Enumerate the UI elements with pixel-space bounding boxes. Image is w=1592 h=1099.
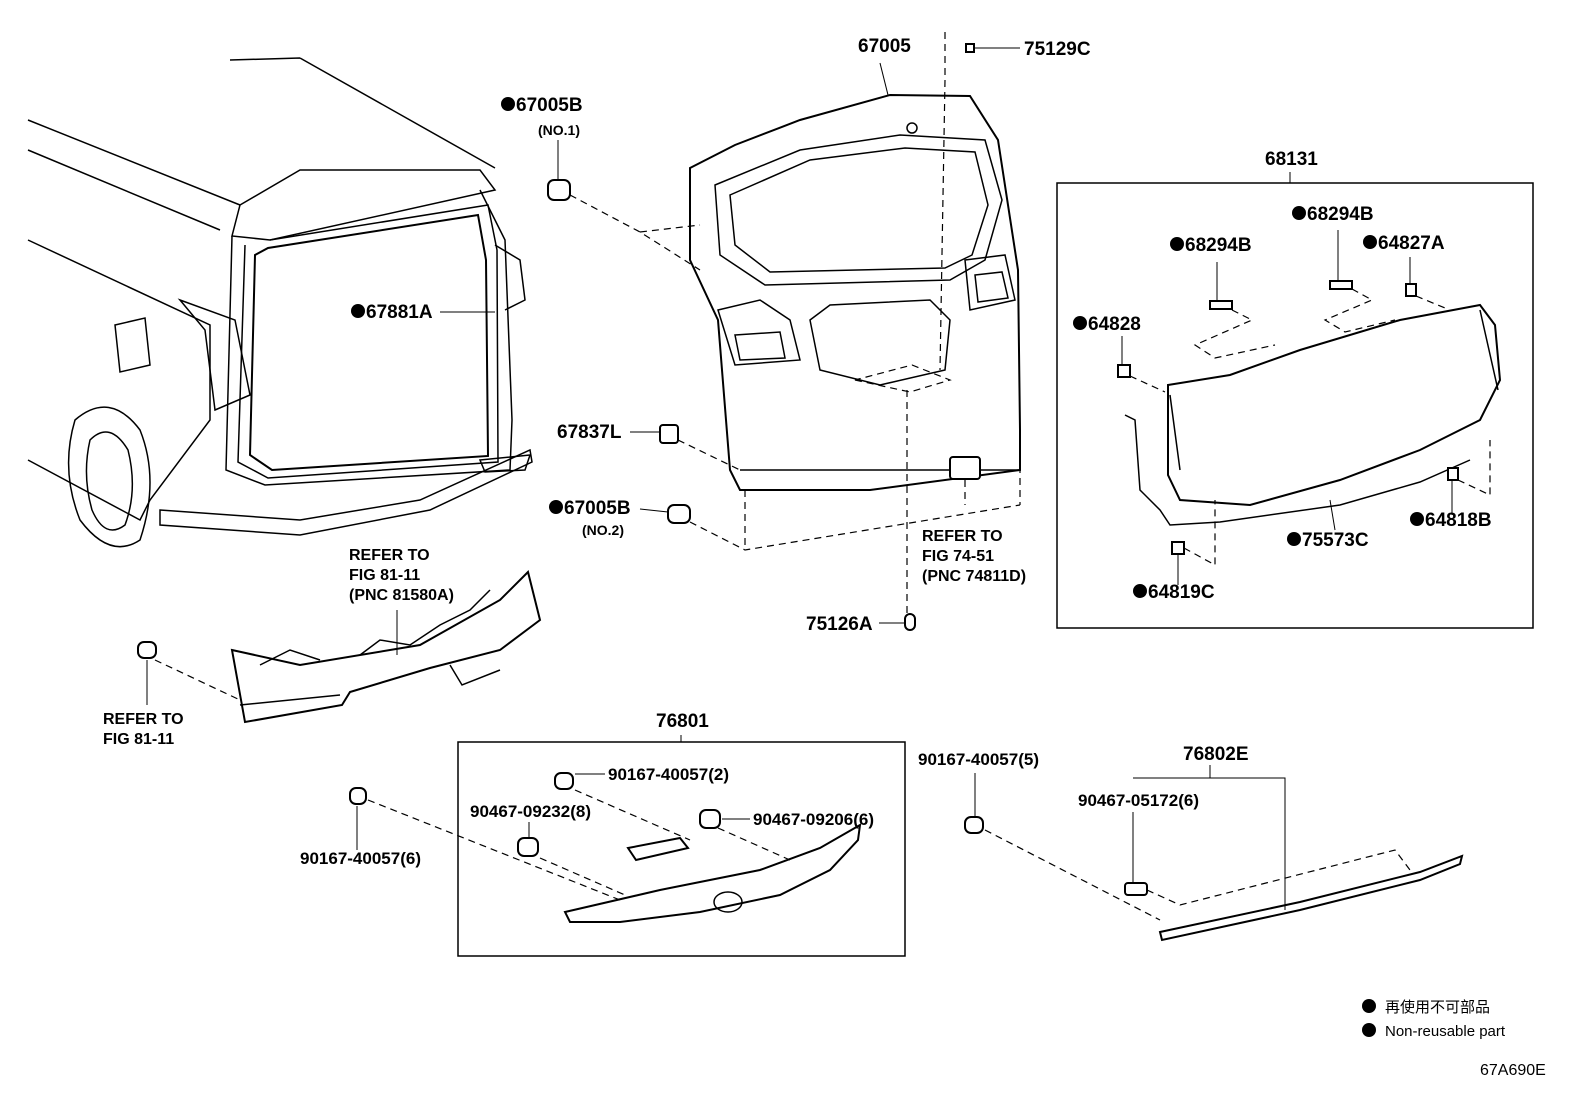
label-67005B-no2-sub: (NO.2) — [582, 522, 624, 538]
ref-lamp-line3: (PNC 74811D) — [922, 568, 1026, 585]
ref-bumper-line1: REFER TO — [349, 547, 430, 564]
part-labels: 67005 75129C 67005B (NO.1) 67881A 67837L… — [103, 36, 1492, 868]
label-64828: 64828 — [1088, 314, 1141, 335]
label-90167-40057-5: 90167-40057(5) — [918, 750, 1039, 769]
label-67881A: 67881A — [366, 302, 433, 323]
label-90467-09206-6: 90467-09206(6) — [753, 810, 874, 829]
ref-bumper-line2: FIG 81-11 — [349, 567, 420, 584]
label-90467-05172-6: 90467-05172(6) — [1078, 791, 1199, 810]
legend-line2: Non-reusable part — [1385, 1023, 1506, 1040]
label-75126A: 75126A — [806, 614, 873, 635]
label-67005B-no1-sub: (NO.1) — [538, 122, 580, 138]
label-64819C: 64819C — [1148, 582, 1215, 603]
label-90467-09232-8: 90467-09232(8) — [470, 802, 591, 821]
label-75573C: 75573C — [1302, 530, 1369, 551]
ref-lamp-line1: REFER TO — [922, 528, 1003, 545]
label-68131: 68131 — [1265, 149, 1318, 170]
vehicle-rear-illustration — [27, 57, 533, 548]
rear-bumper-part — [230, 570, 542, 724]
label-90167-40057-2: 90167-40057(2) — [608, 765, 729, 784]
trim-68131-part — [1124, 303, 1502, 526]
legend-dot-icon — [1362, 999, 1376, 1013]
label-68294B-b: 68294B — [1307, 204, 1374, 225]
label-76801: 76801 — [656, 711, 709, 732]
non-reusable-dot — [1287, 532, 1301, 546]
label-67005: 67005 — [858, 36, 911, 57]
ref-bumper-line3: (PNC 81580A) — [349, 587, 454, 604]
non-reusable-dot — [1410, 512, 1424, 526]
label-67837L: 67837L — [557, 422, 622, 443]
label-68294B-a: 68294B — [1185, 235, 1252, 256]
ref-clip-line2: FIG 81-11 — [103, 731, 174, 748]
non-reusable-dot — [501, 97, 515, 111]
non-reusable-dot — [1073, 316, 1087, 330]
figure-code: 67A690E — [1480, 1062, 1546, 1079]
non-reusable-dot — [1133, 584, 1147, 598]
label-64818B: 64818B — [1425, 510, 1492, 531]
garnish-76801-part — [563, 823, 862, 923]
garnish-76802E-part — [1158, 854, 1464, 942]
back-door-panel — [689, 93, 1021, 491]
label-67005B-no2: 67005B — [564, 498, 631, 519]
fasteners — [137, 43, 1459, 896]
non-reusable-dot — [1170, 237, 1184, 251]
non-reusable-dot — [1292, 206, 1306, 220]
non-reusable-dot — [351, 304, 365, 318]
label-90167-40057-6: 90167-40057(6) — [300, 849, 421, 868]
label-76802E: 76802E — [1183, 744, 1249, 765]
leader-lines — [146, 32, 1534, 957]
label-67005B-no1: 67005B — [516, 95, 583, 116]
ref-lamp-line2: FIG 74-51 — [922, 548, 994, 565]
non-reusable-dot — [549, 500, 563, 514]
legend-line1: 再使用不可部品 — [1385, 998, 1490, 1016]
legend: 再使用不可部品 Non-reusable part 67A690E — [1362, 998, 1546, 1079]
label-64827A: 64827A — [1378, 233, 1445, 254]
label-75129C: 75129C — [1024, 39, 1091, 60]
ref-clip-line1: REFER TO — [103, 711, 184, 728]
non-reusable-dot — [1363, 235, 1377, 249]
legend-dot-icon — [1362, 1023, 1376, 1037]
